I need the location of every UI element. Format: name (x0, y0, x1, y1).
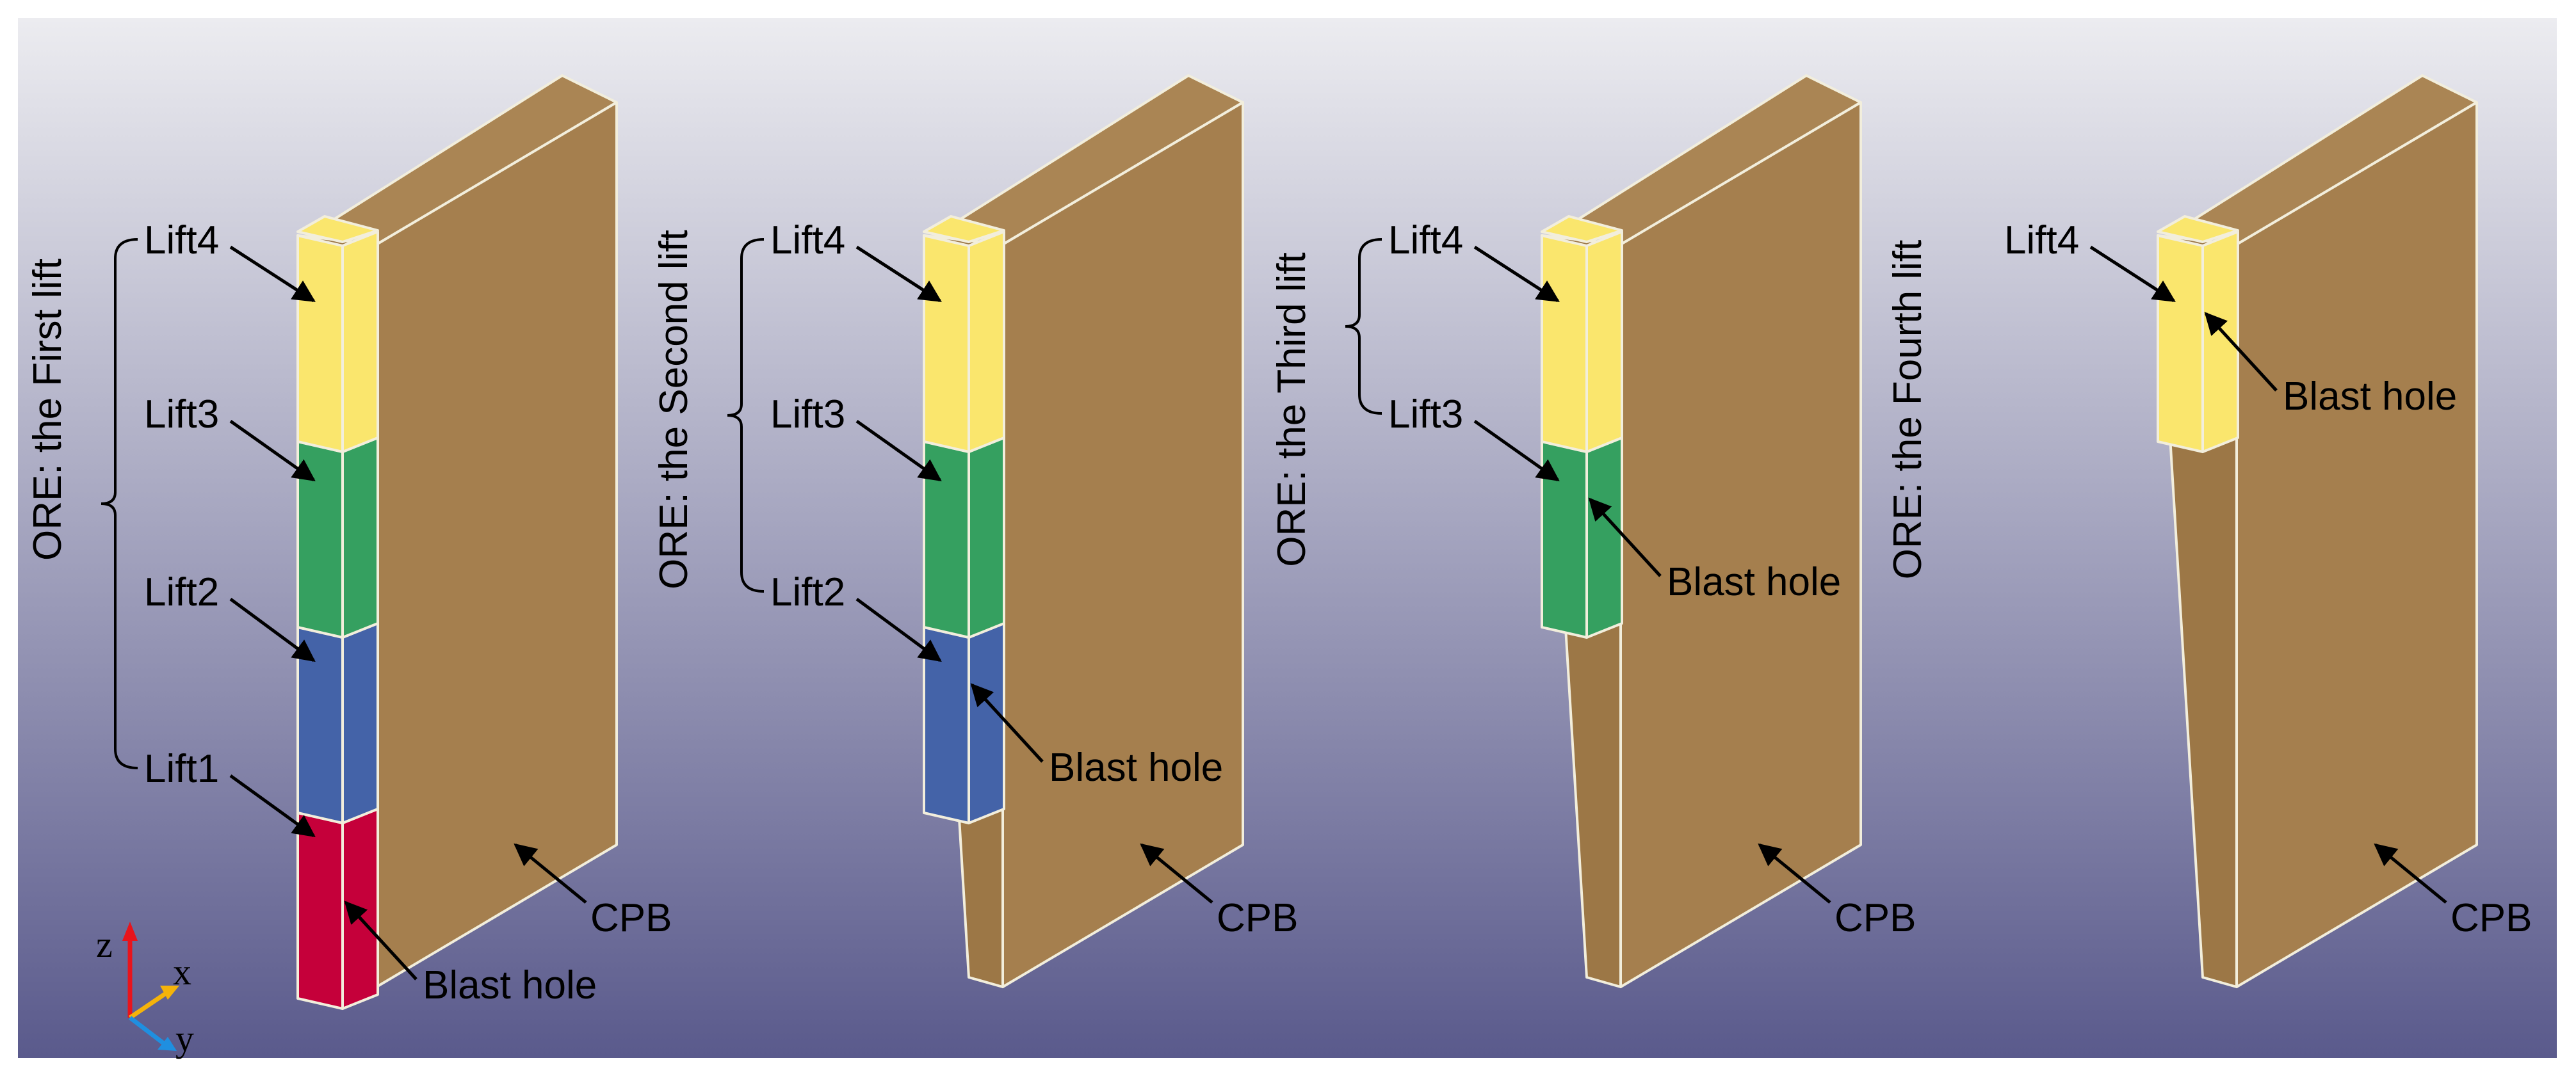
lift4-label: Lift4 (144, 218, 219, 262)
lift3-side-face (341, 436, 379, 639)
lift-brace (1345, 238, 1382, 415)
panel-title: ORE: the Second lift (652, 230, 696, 589)
cpb-arrow (1758, 843, 1831, 904)
cpb-block (2157, 74, 2478, 988)
lift3-arrow (1473, 419, 1560, 482)
lift2-arrow (855, 597, 942, 662)
panel-title: ORE: the Fourth lift (1886, 240, 1930, 580)
lift3-label: Lift3 (1388, 392, 1463, 436)
ore-column-top (296, 215, 379, 243)
z-axis-head (122, 922, 138, 941)
x-axis-label: x (173, 951, 191, 993)
x-axis-head (160, 986, 179, 1000)
lift1-side-face (341, 808, 379, 1010)
lift2-arrow (229, 597, 316, 662)
lift4-side-face (341, 230, 379, 453)
lift4-front-face (2157, 234, 2204, 453)
lift4-front-face (296, 234, 344, 453)
lift3-side-face (968, 436, 1005, 639)
ore-column (923, 215, 1005, 824)
ore-column-top (1541, 215, 1623, 243)
cpb-arrow (2374, 843, 2447, 904)
lift4-side-face (2201, 230, 2239, 453)
lift1-label: Lift1 (144, 747, 219, 791)
lift4-front-face (923, 234, 970, 453)
blast-hole-arrow (1588, 497, 1662, 577)
lift4-front-face (1541, 234, 1588, 453)
cpb-arrow (1140, 843, 1213, 904)
cpb-front-face (1001, 101, 1244, 988)
lift4-side-face (968, 230, 1005, 453)
lift2-front-face (296, 626, 344, 824)
lift4-arrow (1473, 245, 1560, 303)
lift1-arrow (229, 774, 316, 838)
lift2-label: Lift2 (770, 570, 845, 614)
lift-brace (727, 238, 765, 593)
lift3-label: Lift3 (770, 392, 845, 436)
y-axis-arrow (128, 1016, 167, 1046)
cpb-front-face (375, 101, 618, 988)
y-axis-label: y (175, 1018, 194, 1059)
lift3-front-face (296, 440, 344, 639)
lift3-arrow (229, 419, 316, 482)
lift3-front-face (923, 440, 970, 639)
z-axis-label: z (96, 924, 113, 965)
blast-hole-arrow (344, 901, 417, 981)
lift2-side-face (341, 622, 379, 824)
lift3-front-face (1541, 440, 1588, 639)
blast-hole-arrow (2204, 312, 2278, 392)
lift3-arrow (855, 419, 942, 482)
lift4-arrow (855, 245, 942, 303)
cpb-arrow (514, 843, 587, 904)
cpb-label: CPB (1217, 896, 1298, 940)
lift3-side-face (1585, 436, 1623, 639)
lift4-arrow (229, 245, 316, 303)
lift-brace (101, 238, 138, 769)
lift2-front-face (923, 626, 970, 824)
cpb-front-face (2235, 101, 2478, 988)
blast-hole-label: Blast hole (423, 963, 597, 1007)
lift2-side-face (968, 622, 1005, 824)
y-axis-head (158, 1037, 177, 1051)
cpb-label: CPB (2450, 896, 2532, 940)
blast-hole-arrow (970, 683, 1044, 763)
blast-hole-label: Blast hole (2283, 374, 2457, 419)
ore-column-top (923, 215, 1005, 243)
panel-title: ORE: the Third lift (1270, 252, 1314, 567)
cpb-front-face (1619, 101, 1862, 988)
lift4-label: Lift4 (2004, 218, 2079, 262)
lift1-front-face (296, 812, 344, 1010)
ore-column (1541, 215, 1623, 639)
lift3-label: Lift3 (144, 392, 219, 436)
x-axis-arrow (129, 990, 169, 1020)
lift4-label: Lift4 (770, 218, 845, 262)
cpb-label: CPB (1835, 896, 1916, 940)
lift4-arrow (2089, 245, 2176, 303)
ore-column (296, 215, 379, 1010)
lift4-label: Lift4 (1388, 218, 1463, 262)
axis-triad: z xy (96, 922, 194, 1059)
ore-column-top (2157, 215, 2239, 243)
blast-hole-label: Blast hole (1667, 560, 1841, 604)
lift4-side-face (1585, 230, 1623, 453)
blast-hole-label: Blast hole (1049, 746, 1223, 790)
panel-title: ORE: the First lift (26, 259, 70, 561)
lift2-label: Lift2 (144, 570, 219, 614)
cpb-label: CPB (590, 896, 672, 940)
